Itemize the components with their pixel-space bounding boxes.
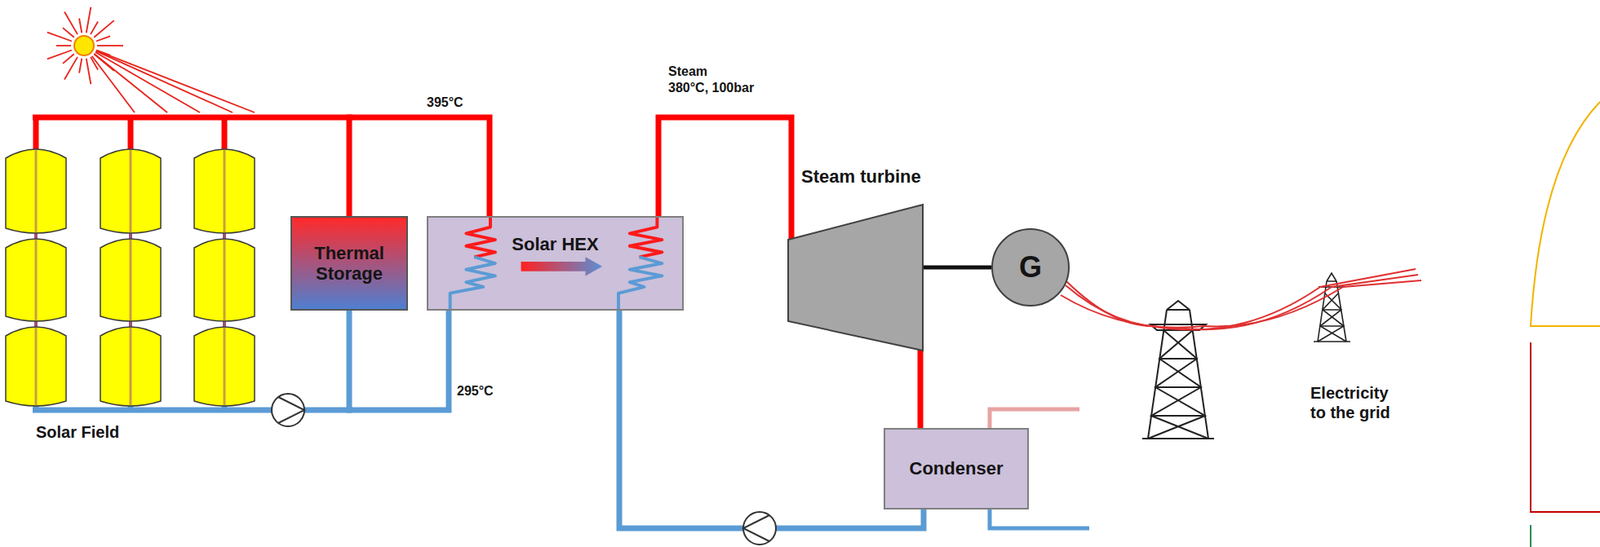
transmission-tower (1142, 301, 1215, 439)
node-text: Thermal Storage (298, 243, 400, 285)
coil (629, 217, 662, 258)
absorber-tube (223, 327, 227, 406)
power-lines (1060, 269, 1422, 331)
turbine-shape (788, 204, 923, 351)
sun-ray (90, 22, 98, 36)
absorber-tube (129, 150, 133, 233)
steam-pipe (658, 117, 792, 241)
steam-condition-label: 380°C, 100bar (668, 79, 754, 96)
feedwater-pipe (619, 310, 924, 529)
sun-ray (47, 32, 72, 42)
sun-ray (79, 58, 82, 74)
solar-field-label: Solar Field (35, 422, 120, 443)
cooling-water-in (989, 509, 1090, 529)
trough-collector (5, 327, 67, 407)
hot-pipe (349, 117, 490, 217)
generator-circle: G (991, 228, 1070, 307)
sun-ray (97, 44, 124, 47)
steam-label: Steam (668, 63, 708, 80)
transmission-tower (1313, 273, 1351, 342)
solar-collectors (5, 117, 255, 411)
trough-collector (5, 149, 67, 234)
sun-ray (86, 7, 92, 34)
riser-pipe (128, 117, 134, 151)
absorber-tube (223, 150, 227, 233)
cold-pipe (349, 310, 449, 411)
hot-header-pipe (32, 115, 353, 121)
absorber-tube (129, 327, 133, 406)
trough-collector (194, 327, 255, 407)
sun-ray (64, 11, 78, 35)
heat-exchanger: Solar HEX (426, 216, 684, 311)
riser-pipe (221, 117, 228, 151)
heat-exchanger-outline (428, 217, 683, 310)
storage-tank: Thermal Storage (290, 216, 408, 311)
trough-collector (100, 149, 161, 234)
absorber-tube (35, 150, 38, 233)
absorber-tube (128, 148, 133, 405)
absorber-tube (35, 239, 38, 321)
coil (465, 217, 496, 258)
cooling-water-out (989, 409, 1080, 429)
sun-ray (92, 56, 135, 113)
partial-curve (1530, 101, 1600, 327)
trough-collector (194, 149, 255, 234)
absorber-tube (222, 148, 227, 405)
sun-ray (79, 18, 82, 34)
coil (450, 257, 496, 310)
coil (618, 257, 662, 310)
partial-curve (1529, 525, 1532, 547)
temperature-label: 395°C (426, 94, 464, 111)
sun-disc (74, 35, 94, 56)
absorber-tube (35, 327, 38, 406)
absorber-tube (34, 148, 38, 405)
pump-symbol (271, 394, 305, 427)
trough-collector (100, 239, 161, 322)
sun-ray (96, 50, 255, 113)
sun-ray (56, 44, 71, 47)
sun-ray (47, 49, 72, 59)
temperature-label: 295°C (456, 383, 494, 399)
riser-pipe (33, 117, 40, 151)
absorber-tube (223, 239, 227, 321)
sun-ray (96, 35, 111, 41)
partial-curve (1530, 342, 1600, 513)
sun-ray (62, 27, 75, 38)
trough-collector (5, 239, 67, 322)
absorber-tube (129, 239, 133, 321)
exhaust-pipe (917, 350, 924, 429)
sun-ray (93, 53, 168, 113)
sun-ray (86, 58, 92, 85)
shaft-line (923, 265, 992, 271)
sun-ray (93, 20, 115, 38)
node-text: G (1019, 250, 1042, 284)
sun-symbol (47, 7, 255, 113)
sun-ray (62, 53, 75, 64)
condenser-box: Condenser (883, 428, 1029, 510)
steam-turbine: Steam turbine (787, 203, 924, 352)
heat-flow-arrow (521, 257, 603, 276)
trough-collector (194, 239, 255, 322)
grid-label: Electricity to the grid (1310, 383, 1404, 423)
sun-ray (96, 51, 233, 113)
node-text: Solar HEX (511, 234, 599, 255)
pump-symbol (743, 512, 776, 546)
steam-turbine-outline (787, 203, 924, 352)
node-text: Condenser (909, 458, 1004, 479)
heat-exchanger-coils (450, 217, 663, 310)
trough-collector (100, 327, 161, 407)
sun-ray (95, 52, 200, 113)
node-text: Steam turbine (798, 166, 924, 187)
